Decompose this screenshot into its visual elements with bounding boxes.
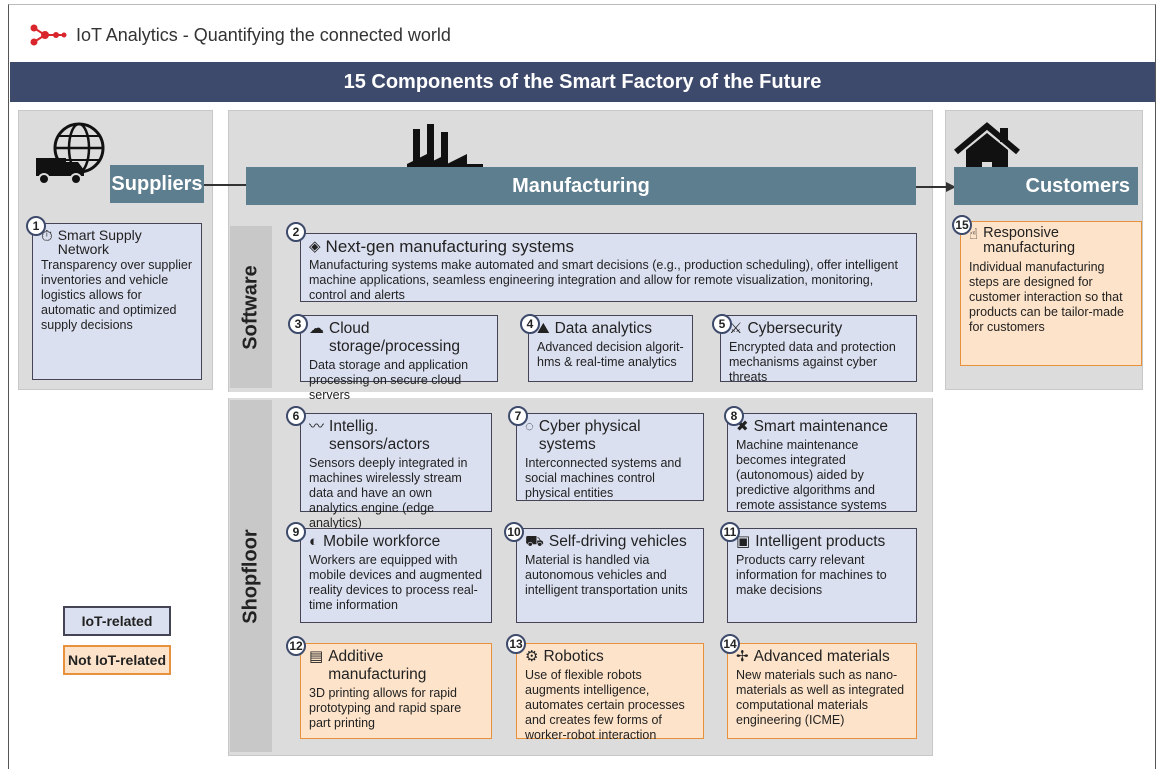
component-title: Cybersecurity	[747, 320, 843, 337]
panel-gap	[228, 392, 933, 398]
component-number-badge: 11	[720, 522, 740, 542]
component-desc: Machine maintenance becomes integrated (…	[736, 438, 887, 512]
component-title: Data analytics	[554, 320, 652, 337]
component-card-6: 〰Intellig. sensors/actors Sensors deeply…	[300, 413, 492, 530]
cyber-physical-icon: ◌	[525, 418, 534, 435]
component-number-badge: 1	[26, 216, 46, 236]
component-title: Cyber physical systems	[538, 418, 641, 453]
vehicle-icon: ⛟	[525, 533, 544, 550]
component-number-badge: 13	[506, 634, 526, 654]
component-desc: Data storage and application processing …	[309, 358, 469, 402]
component-card-8: ✖Smart maintenance Machine maintenance b…	[727, 413, 917, 512]
component-card-7: ◌Cyber physical systems Interconnected s…	[516, 413, 704, 501]
component-title: Advanced materials	[753, 648, 890, 665]
customer-hand-icon: ☝	[969, 226, 979, 243]
suppliers-bar: Suppliers	[110, 165, 204, 203]
page-frame	[8, 4, 1156, 769]
component-title: Smart maintenance	[753, 418, 888, 435]
legend-iot-related: IoT-related	[63, 606, 171, 636]
component-card-5: ⚔Cybersecurity Encrypted data and protec…	[720, 315, 917, 384]
component-title: Mobile workforce	[323, 533, 441, 550]
component-desc: Workers are equipped with mobile devices…	[309, 553, 483, 612]
component-number-badge: 12	[286, 636, 306, 656]
arrow-to-customers-icon	[916, 182, 956, 192]
software-label: Software	[230, 226, 272, 388]
component-card-3: ☁ Cloud storage/processing Data storage a…	[300, 315, 498, 402]
component-desc: 3D printing allows for rapid prototyping…	[309, 686, 462, 730]
component-desc: Interconnected systems and social machin…	[525, 456, 682, 500]
cloud-icon: ☁	[309, 320, 324, 337]
page-title: 15 Components of the Smart Factory of th…	[10, 62, 1155, 102]
component-number-badge: 6	[286, 406, 306, 426]
robot-arm-icon: ⚙	[525, 648, 539, 665]
component-title: Additive manufacturing	[328, 648, 427, 683]
component-title: Intellig. sensors/actors	[329, 418, 430, 453]
component-desc: Material is handled via autonomous vehic…	[525, 553, 688, 597]
component-title: Self-driving vehicles	[548, 533, 687, 550]
layers-icon: ◈	[309, 238, 321, 255]
globe-truck-icon	[34, 118, 114, 190]
component-card-9: ◐Mobile workforce Workers are equipped w…	[300, 528, 492, 623]
component-desc: Products carry relevant information for …	[736, 553, 887, 597]
component-desc: New materials such as nano-materials as …	[736, 668, 905, 727]
component-desc: Sensors deeply integrated in machines wi…	[309, 456, 468, 530]
component-number-badge: 14	[720, 634, 740, 654]
component-card-15: ☝Responsive manufacturing Individual man…	[960, 221, 1142, 366]
iot-analytics-logo-icon	[30, 24, 67, 46]
component-number-badge: 8	[724, 406, 744, 426]
printer-icon: ▤	[309, 648, 324, 665]
component-card-1: ⏱Smart Supply Network Transparency over …	[32, 223, 202, 380]
component-number-badge: 5	[712, 314, 732, 334]
analytics-icon: ⛰	[537, 320, 550, 337]
security-icon: ⚔	[729, 320, 743, 337]
component-number-badge: 9	[286, 522, 306, 542]
clock-truck-icon: ⏱	[41, 228, 53, 245]
component-card-13: ⚙Robotics Use of flexible robots augment…	[516, 643, 704, 742]
component-card-10: ⛟Self-driving vehicles Material is handl…	[516, 528, 704, 623]
brand-header: IoT Analytics - Quantifying the connecte…	[28, 22, 451, 48]
component-number-badge: 15	[952, 215, 972, 235]
component-card-14: ✢Advanced materials New materials such a…	[727, 643, 917, 739]
component-number-badge: 10	[504, 522, 524, 542]
shopfloor-label: Shopfloor	[230, 400, 272, 752]
component-desc: Use of flexible robots augments intellig…	[525, 668, 685, 742]
component-number-badge: 3	[288, 314, 308, 334]
component-desc: Transparency over supplier inventories a…	[41, 258, 192, 332]
component-number-badge: 4	[520, 314, 540, 334]
sensor-icon: 〰	[309, 418, 325, 435]
component-card-4: ⛰Data analytics Advanced decision algori…	[528, 315, 693, 382]
component-title: Intelligent products	[755, 533, 886, 550]
component-desc: Manufacturing systems make automated and…	[309, 258, 898, 302]
manufacturing-label: Manufacturing	[512, 174, 650, 197]
component-title: Next-gen manufacturing systems	[325, 237, 575, 256]
component-desc: Encrypted data and protection mechanisms…	[729, 340, 896, 384]
mobile-icon: ◐	[309, 533, 319, 550]
legend-not-iot-related: Not IoT-related	[63, 645, 171, 675]
suppliers-connector-line	[204, 184, 248, 186]
manufacturing-bar: Manufacturing	[246, 167, 916, 205]
component-desc: Advanced decision algorit-hms & real-tim…	[537, 340, 684, 369]
customers-label: Customers	[1025, 174, 1130, 197]
component-card-11: ▣Intelligent products Products carry rel…	[727, 528, 917, 623]
product-box-icon: ▣	[736, 533, 751, 550]
component-number-badge: 2	[286, 222, 306, 242]
component-title: Cloud storage/processing	[329, 320, 460, 355]
component-title: Responsive manufacturing	[983, 225, 1076, 256]
component-title: Robotics	[543, 648, 604, 665]
component-desc: Individual manufacturing steps are desig…	[969, 260, 1124, 334]
component-card-12: ▤Additive manufacturing 3D printing allo…	[300, 643, 492, 739]
component-title: Smart Supply Network	[57, 227, 142, 257]
brand-text: IoT Analytics - Quantifying the connecte…	[76, 24, 451, 45]
component-card-2: ◈Next-gen manufacturing systems Manufact…	[300, 233, 917, 302]
materials-icon: ✢	[736, 648, 749, 665]
suppliers-label: Suppliers	[111, 172, 203, 195]
customers-bar: Customers	[954, 167, 1138, 205]
component-number-badge: 7	[508, 406, 528, 426]
